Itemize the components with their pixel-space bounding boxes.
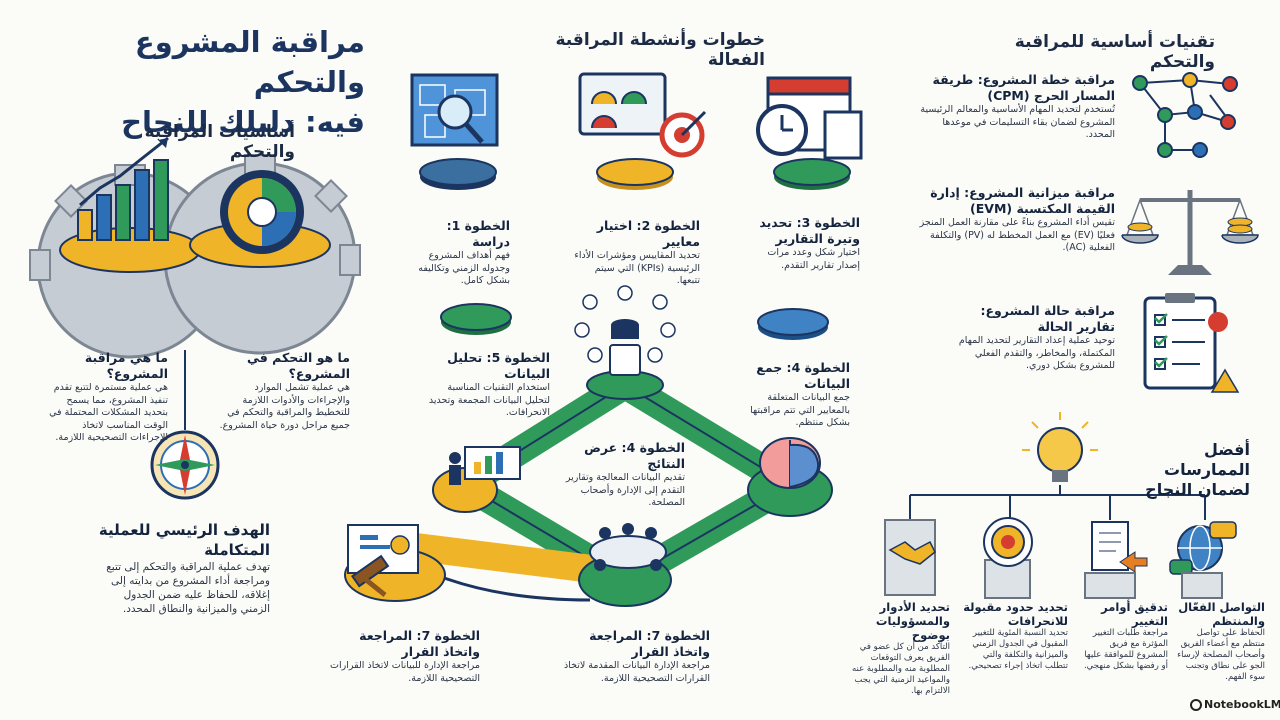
step4-collect-title: الخطوة 4: جمع البيانات bbox=[756, 360, 850, 391]
what-monitoring-body: هي عملية مستمرة لتتبع تقدم تنفيذ المشروع… bbox=[49, 382, 168, 443]
step7-right-block: الخطوة 7: المراجعة واتخاذ القرار مراجعة … bbox=[550, 628, 710, 685]
step2-title: الخطوة 2: اختيار معايير bbox=[596, 218, 700, 249]
brand-label: NotebookLM bbox=[1204, 698, 1280, 711]
right-section-title: تقنيات أساسية للمراقبة والتحكم bbox=[1014, 32, 1215, 72]
bp-roles-block: تحديد الأدوار والمسؤوليات بوضوح التأكد م… bbox=[845, 600, 950, 697]
step4-collect-block: الخطوة 4: جمع البيانات جمع البيانات المت… bbox=[740, 360, 850, 430]
step5-title: الخطوة 5: تحليل البيانات bbox=[447, 350, 550, 381]
step4-present-body: تقديم البيانات المعالجة وتقارير التقدم إ… bbox=[565, 472, 685, 508]
step3-block: الخطوة 3: تحديد وتيرة التقارير اختيار شك… bbox=[745, 215, 860, 272]
step1-title: الخطوة 1: دراسة bbox=[446, 218, 510, 249]
what-control-block: ما هو التحكم في المشروع؟ هي عملية تشمل ا… bbox=[210, 350, 350, 432]
step7-left-body: مراجعة الإدارة للبيانات لاتخاذ القرارات … bbox=[330, 660, 480, 684]
step7-left-title: الخطوة 7: المراجعة واتخاذ القرار bbox=[359, 628, 480, 659]
step1-block: الخطوة 1: دراسة فهم أهداف المشروع وجدوله… bbox=[405, 218, 510, 288]
lightbulb-icon bbox=[909, 412, 1206, 520]
cpm-network-icon bbox=[1132, 72, 1238, 158]
bp-communication-body: الحفاظ على تواصل منتظم مع أعضاء الفريق و… bbox=[1177, 628, 1265, 682]
bp-variance-body: تحديد النسبة المئوية للتغيير المقبول في … bbox=[968, 628, 1069, 671]
middle-section-title: خطوات وأنشطة المراقبة الفعالة bbox=[555, 30, 765, 70]
step2-block: الخطوة 2: اختيار معايير تحديد المقاييس و… bbox=[570, 218, 700, 288]
bp-communication-title: التواصل الفعّال والمنتظم bbox=[1178, 600, 1265, 628]
page-title-line1: مراقبة المشروع والتحكم bbox=[134, 25, 365, 99]
step5-block: الخطوة 5: تحليل البيانات استخدام التقنيا… bbox=[425, 350, 550, 420]
step4-present-title: الخطوة 4: عرض النتائج bbox=[584, 440, 685, 471]
process-diagram bbox=[344, 285, 833, 607]
cpm-title: مراقبة خطة المشروع: طريقة المسار الحرج (… bbox=[932, 72, 1115, 103]
bp-variance-title: تحديد حدود مقبولة للانحرافات bbox=[963, 600, 1068, 628]
bp-communication-block: التواصل الفعّال والمنتظم الحفاظ على تواص… bbox=[1175, 600, 1265, 683]
step7-left-block: الخطوة 7: المراجعة واتخاذ القرار مراجعة … bbox=[330, 628, 480, 685]
step1-body: فهم أهداف المشروع وجدوله الزمني وتكاليفه… bbox=[418, 250, 510, 286]
evm-block: مراقبة ميزانية المشروع: إدارة القيمة الم… bbox=[915, 185, 1115, 255]
step5-body: استخدام التقنيات المناسبة لتحليل البيانا… bbox=[428, 382, 550, 418]
step3-body: اختيار شكل وعدد مرات إصدار تقارير التقدم… bbox=[767, 247, 860, 271]
step2-body: تحديد المقاييس ومؤشرات الأداء الرئيسية (… bbox=[574, 250, 700, 286]
bp-change-orders-title: تدقيق أوامر التغيير bbox=[1101, 600, 1168, 628]
best-practice-icons bbox=[884, 517, 1237, 599]
bp-variance-block: تحديد حدود مقبولة للانحرافات تحديد النسب… bbox=[958, 600, 1068, 672]
bp-roles-title: تحديد الأدوار والمسؤوليات بوضوح bbox=[875, 600, 950, 642]
status-block: مراقبة حالة المشروع: تقارير الحالة توحيد… bbox=[940, 303, 1115, 373]
main-goal-body: تهدف عملية المراقبة والتحكم إلى تتبع ومر… bbox=[106, 561, 270, 615]
step7-right-body: مراجعة الإدارة البيانات المقدمة لاتخاذ ا… bbox=[563, 660, 710, 684]
page-title: مراقبة المشروع والتحكم فيه: دليلك للنجاح bbox=[20, 22, 365, 142]
bp-change-orders-body: مراجعة طلبات التغيير المؤثرة مع فريق الم… bbox=[1083, 628, 1168, 671]
step2-dashboard-icon bbox=[578, 72, 707, 190]
status-checklist-icon bbox=[1143, 293, 1240, 393]
what-control-title: ما هو التحكم في المشروع؟ bbox=[247, 350, 350, 381]
left-section-title: أساسيات المراقبة والتحكم bbox=[144, 122, 295, 162]
main-goal-title: الهدف الرئيسي للعملية المتكاملة bbox=[98, 521, 270, 559]
notebooklm-logo-icon bbox=[1190, 699, 1202, 711]
bp-change-orders-block: تدقيق أوامر التغيير مراجعة طلبات التغيير… bbox=[1078, 600, 1168, 672]
main-goal-block: الهدف الرئيسي للعملية المتكاملة تهدف عمل… bbox=[95, 520, 270, 616]
what-monitoring-title: ما هي مراقبة المشروع؟ bbox=[84, 350, 168, 381]
gears-illustration bbox=[29, 136, 361, 359]
cpm-body: تُستخدم لتحديد المهام الأساسية والمعالم … bbox=[920, 104, 1115, 140]
step4-collect-body: جمع البيانات المتعلقة بالمعايير التي تتم… bbox=[750, 392, 850, 428]
what-control-body: هي عملية تشمل الموارد والإجراءات والأدوا… bbox=[219, 382, 350, 431]
status-body: توحيد عملية إعداد التقارير لتحديد المهام… bbox=[958, 335, 1115, 371]
what-monitoring-block: ما هي مراقبة المشروع؟ هي عملية مستمرة لت… bbox=[48, 350, 168, 445]
evm-title: مراقبة ميزانية المشروع: إدارة القيمة الم… bbox=[930, 185, 1115, 216]
step4-present-block: الخطوة 4: عرض النتائج تقديم البيانات الم… bbox=[560, 440, 685, 510]
step3-title: الخطوة 3: تحديد وتيرة التقارير bbox=[759, 215, 860, 246]
step3-calendar-icon bbox=[756, 76, 863, 190]
page-title-line2: فيه: دليلك للنجاح bbox=[121, 105, 365, 139]
step1-blueprint-icon bbox=[410, 73, 499, 190]
status-title: مراقبة حالة المشروع: تقارير الحالة bbox=[980, 303, 1115, 334]
evm-body: تقيس أداء المشروع بناءً على مقارنة العمل… bbox=[919, 217, 1115, 253]
compass-icon bbox=[150, 350, 220, 500]
scale-icon bbox=[1121, 190, 1259, 275]
step7-right-title: الخطوة 7: المراجعة واتخاذ القرار bbox=[589, 628, 710, 659]
cpm-block: مراقبة خطة المشروع: طريقة المسار الحرج (… bbox=[915, 72, 1115, 142]
best-practices-title: أفضل الممارسات لضمان النجاح bbox=[1145, 440, 1250, 499]
bp-roles-body: التأكد من أن كل عضو في الفريق يعرف التوق… bbox=[851, 642, 950, 696]
